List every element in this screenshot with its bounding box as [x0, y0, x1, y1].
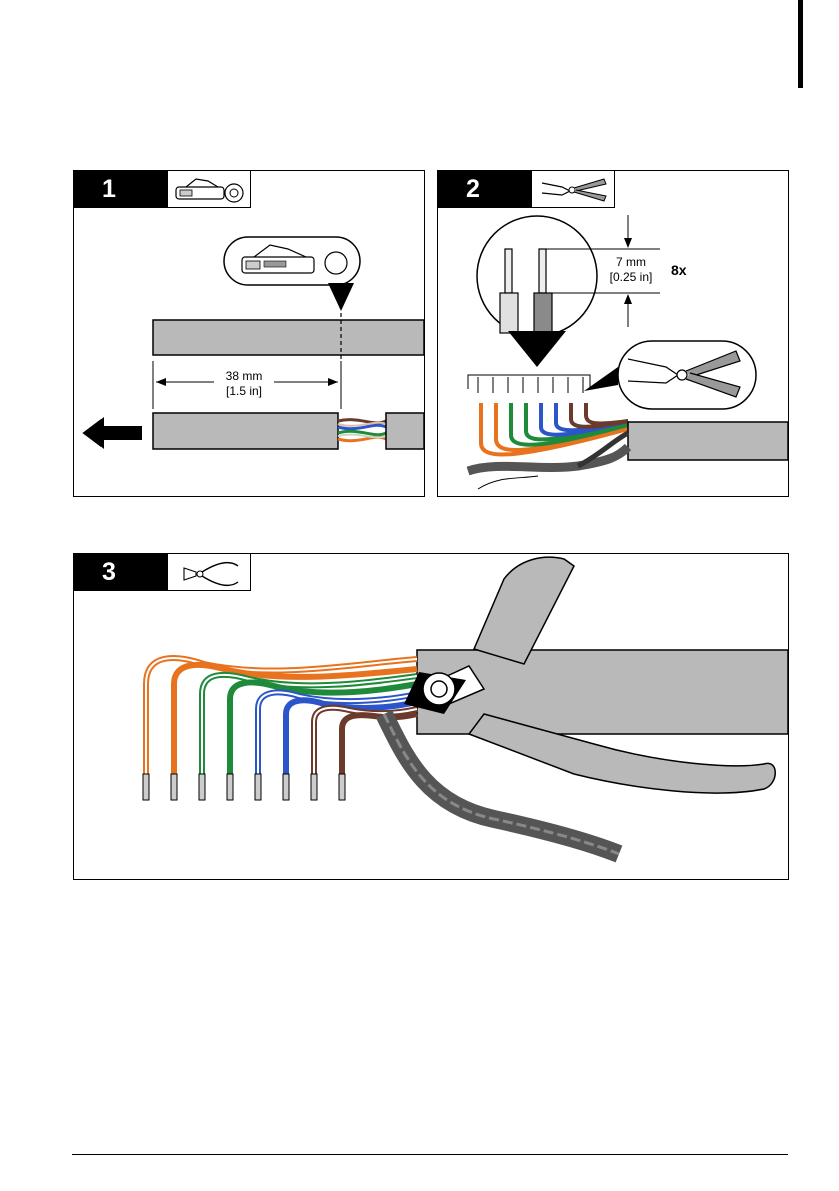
strip-length-label: 38 mm [1.5 in] [214, 369, 274, 399]
page-edge-marker [798, 0, 803, 88]
multiplier-label: 8x [671, 262, 687, 278]
strip-length-metric: 38 mm [214, 369, 274, 384]
footer-rule [72, 1154, 788, 1155]
wire-cut-diagram [74, 554, 788, 879]
strip-length-imperial: [1.5 in] [214, 384, 274, 399]
step-1-panel: 1 [73, 170, 425, 497]
strip-length-imperial: [0.25 in] [596, 270, 666, 285]
crimp-diagram [438, 171, 788, 496]
strip-length-label: 7 mm [0.25 in] [596, 255, 666, 285]
strip-length-metric: 7 mm [596, 255, 666, 270]
step-3-panel: 3 [73, 553, 789, 880]
step-2-panel: 2 [437, 170, 789, 497]
cable-strip-diagram [74, 171, 424, 496]
